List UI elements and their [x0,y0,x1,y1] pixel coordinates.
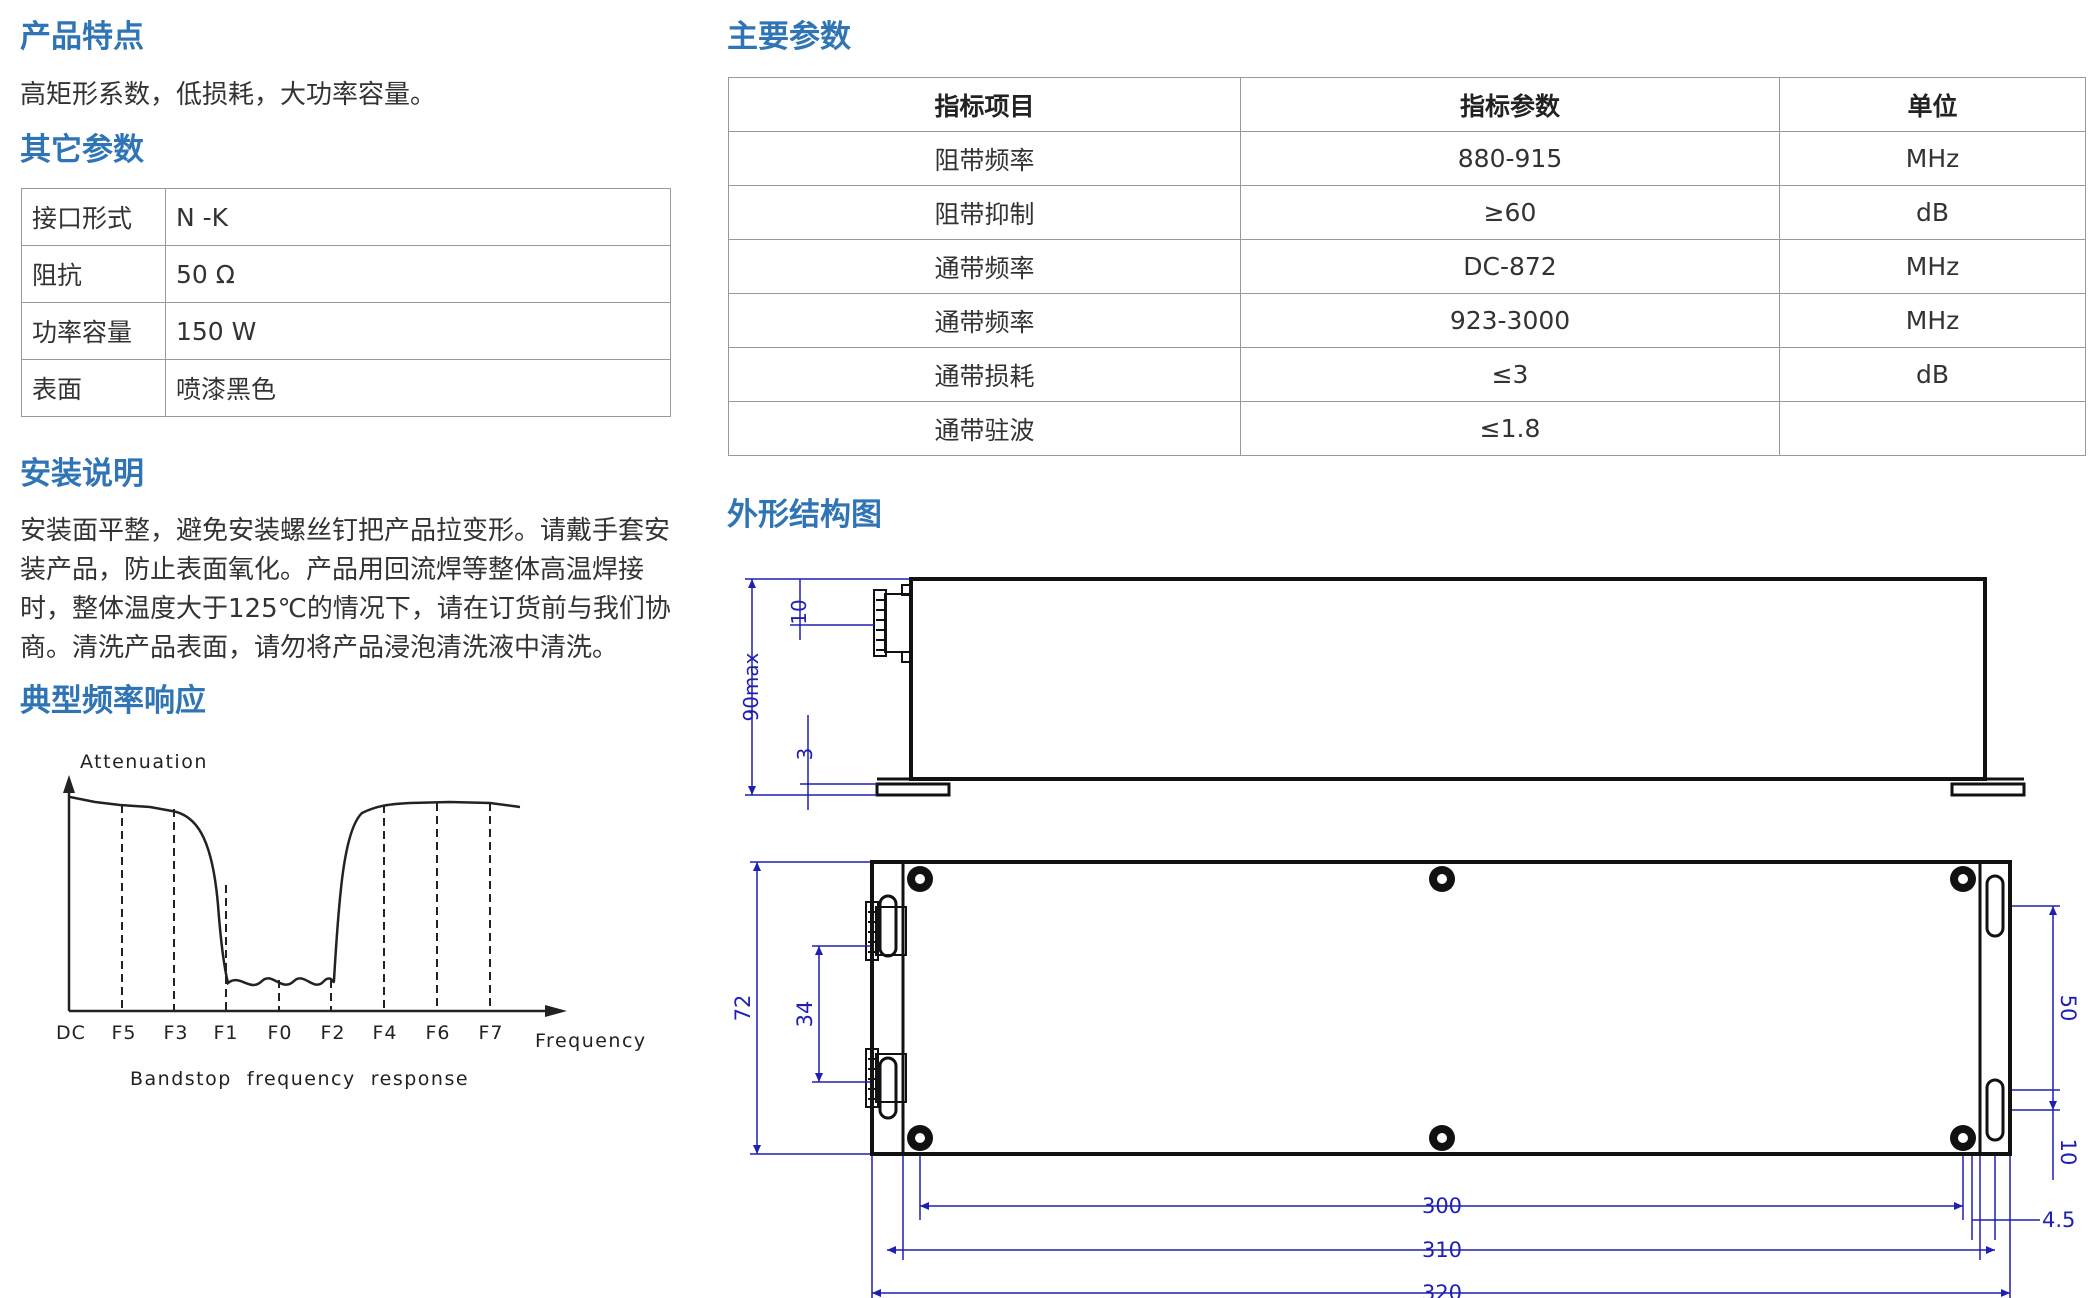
table-cell: MHz [1779,293,2086,348]
dimension-label: 4.5 [2042,1208,2075,1232]
install-line: 时，整体温度大于125℃的情况下，请在订货前与我们协 [20,594,671,624]
param-label: 功率容量 [21,302,166,360]
install-line: 安装面平整，避免安装螺丝钉把产品拉变形。请戴手套安 [20,516,671,546]
dimension-label: 10 [2056,1139,2080,1166]
tick-label: F2 [320,1022,345,1044]
mounting-flange-right [1950,782,2026,797]
features-text: 高矩形系数，低损耗，大功率容量。 [20,80,437,110]
dimension-label: 320 [1422,1281,1462,1298]
table-row: 接口形式 N -K [21,188,671,246]
housing-side [909,577,1987,781]
table-cell: dB [1779,185,2086,240]
tick-label: DC [56,1022,86,1044]
features-title: 产品特点 [20,19,144,55]
table-cell: ≤3 [1240,347,1780,402]
table-cell: 880-915 [1240,131,1780,186]
dimension-label: 300 [1422,1194,1462,1218]
tick-label: F6 [425,1022,450,1044]
table-cell: 通带频率 [728,293,1241,348]
y-axis-arrow [63,775,75,793]
column-header: 指标项目 [728,77,1241,132]
param-label: 接口形式 [21,188,166,246]
table-row: 通带损耗 ≤3 dB [728,347,2086,402]
param-value: 50 Ω [165,245,671,303]
mounting-slots [878,874,2005,1142]
table-cell: dB [1779,347,2086,402]
table-row: 阻抗 50 Ω [21,245,671,303]
side-dimension-labels: 10 90max 3 [739,599,817,760]
tick-label: F7 [478,1022,503,1044]
frequency-markers [121,803,491,1011]
tick-label: F4 [372,1022,397,1044]
tick-label: F0 [267,1022,292,1044]
dimension-label: 34 [793,1001,817,1028]
table-cell: MHz [1779,239,2086,294]
table-cell: 通带损耗 [728,347,1241,402]
side-dimensions [745,578,909,810]
dimension-label: 50 [2056,995,2080,1022]
column-header: 指标参数 [1240,77,1780,132]
table-cell: 阻带抑制 [728,185,1241,240]
response-curve [69,795,521,987]
tick-label: F3 [163,1022,188,1044]
tick-label: F5 [111,1022,136,1044]
dimension-label: 310 [1422,1238,1462,1262]
install-line: 商。清洗产品表面，请勿将产品浸泡清洗液中清洗。 [20,633,619,663]
other-params-title: 其它参数 [20,132,144,168]
other-params-table: 接口形式 N -K 阻抗 50 Ω 功率容量 150 W 表面 喷漆黑色 [21,188,671,417]
top-view: 72 34 50 10 300 310 320 4.5 [731,860,2080,1298]
table-cell: ≤1.8 [1240,401,1780,456]
table-row: 阻带抑制 ≥60 dB [728,185,2086,240]
y-axis-label: Attenuation [80,751,208,773]
dimension-label: 10 [787,599,811,624]
table-row: 功率容量 150 W [21,302,671,360]
n-connectors-top [865,901,907,1108]
install-title: 安装说明 [20,456,144,492]
install-line: 装产品，防止表面氧化。产品用回流焊等整体高温焊接 [20,555,645,585]
table-row: 阻带频率 880-915 MHz [728,131,2086,186]
top-dimensions [750,861,2060,1298]
figure-caption: Bandstop frequency response [130,1068,469,1090]
install-text: 安装面平整，避免安装螺丝钉把产品拉变形。请戴手套安 装产品，防止表面氧化。产品用… [20,512,680,668]
table-row: 通带驻波 ≤1.8 [728,401,2086,456]
table-row: 通带频率 DC-872 MHz [728,239,2086,294]
housing-top [870,860,2012,1156]
table-cell: 923-3000 [1240,293,1780,348]
table-cell: 阻带频率 [728,131,1241,186]
param-value: 喷漆黑色 [165,359,671,417]
outline-title: 外形结构图 [727,497,882,533]
side-view: 10 90max 3 [739,577,2026,810]
table-cell: MHz [1779,131,2086,186]
tick-label: F1 [213,1022,238,1044]
mounting-holes [907,866,1976,1151]
main-params-title: 主要参数 [727,19,851,55]
param-value: 150 W [165,302,671,360]
main-params-table: 指标项目 指标参数 单位 阻带频率 880-915 MHz 阻带抑制 ≥60 d… [728,77,2086,456]
x-axis-label: Frequency [535,1030,647,1052]
table-row: 表面 喷漆黑色 [21,359,671,417]
dimension-label: 3 [793,748,817,761]
frequency-response-figure: Attenuation DC F5 F3 F1 F0 F2 F4 F6 F7 F… [56,751,647,1090]
table-cell: DC-872 [1240,239,1780,294]
response-title: 典型频率响应 [20,683,206,719]
n-connector-side [873,584,912,663]
param-label: 表面 [21,359,166,417]
column-header: 单位 [1779,77,2086,132]
dimension-label: 72 [731,995,755,1022]
top-dimension-labels: 72 34 50 10 300 310 320 4.5 [731,995,2080,1298]
param-value: N -K [165,188,671,246]
table-cell: 通带频率 [728,239,1241,294]
x-axis-arrow [545,1005,567,1017]
table-row: 通带频率 923-3000 MHz [728,293,2086,348]
outline-drawing: 10 90max 3 [731,577,2080,1298]
mounting-flange-left [875,782,951,797]
dimension-label: 90max [739,652,763,721]
table-cell [1779,401,2086,456]
table-header-row: 指标项目 指标参数 单位 [728,77,2086,132]
param-label: 阻抗 [21,245,166,303]
table-cell: 通带驻波 [728,401,1241,456]
table-cell: ≥60 [1240,185,1780,240]
